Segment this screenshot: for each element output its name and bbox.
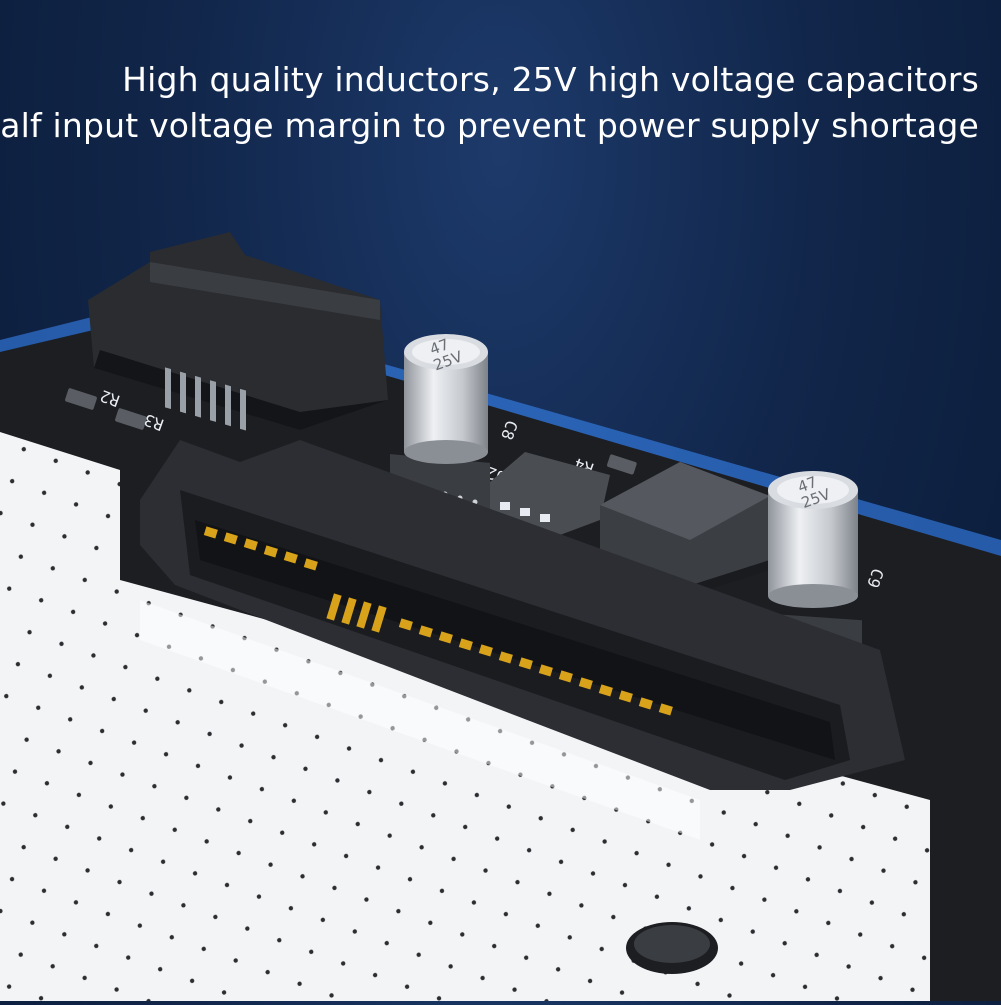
- sata-data-connector: [140, 440, 905, 790]
- reflection: [140, 600, 700, 840]
- gold-pins: [203, 526, 673, 716]
- caption-line-2: half input voltage margin to prevent pow…: [0, 106, 979, 145]
- cap1-text-1: 47: [427, 335, 451, 358]
- smd-resistors: [65, 388, 637, 475]
- caption-line-1: High quality inductors, 25V high voltage…: [122, 60, 979, 99]
- mounting-hole-inner: [634, 925, 710, 963]
- cap2-text-1: 47: [795, 473, 819, 496]
- sata-power-connector: [88, 232, 388, 431]
